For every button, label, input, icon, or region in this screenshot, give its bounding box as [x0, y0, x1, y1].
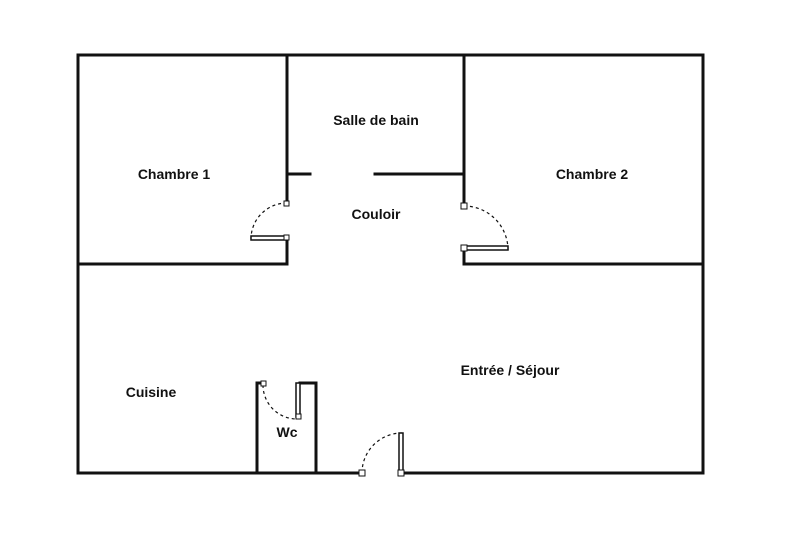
label-chambre2: Chambre 2 [556, 166, 629, 182]
interior-walls [76, 53, 705, 475]
door-chambre2-swing [463, 205, 509, 251]
room-labels: Chambre 1 Salle de bain Chambre 2 Couloi… [126, 112, 629, 440]
label-entree-sejour: Entrée / Séjour [461, 362, 560, 378]
label-wc: Wc [277, 424, 298, 440]
door-wc-hinge [260, 380, 267, 387]
door-entree [358, 432, 405, 477]
label-cuisine: Cuisine [126, 384, 177, 400]
label-chambre1: Chambre 1 [138, 166, 211, 182]
door-entree-jamb [397, 469, 405, 477]
door-chambre2 [460, 202, 509, 252]
door-wc-leaf [295, 382, 301, 418]
door-chambre2-leaf [463, 245, 509, 251]
door-wc-swing [262, 384, 298, 420]
label-salle-de-bain: Salle de bain [333, 112, 419, 128]
door-wc-jamb [295, 413, 302, 420]
door-chambre1-leaf [250, 235, 288, 241]
door-wc [260, 380, 302, 420]
door-chambre1-swing [250, 202, 288, 240]
door-chambre2-hinge [460, 202, 468, 210]
door-entree-leaf [398, 432, 404, 474]
door-chambre1-hinge [283, 200, 290, 207]
door-chambre1-jamb [283, 234, 290, 241]
door-chambre2-jamb [460, 244, 468, 252]
door-entree-hinge [358, 469, 366, 477]
door-entree-swing [361, 432, 403, 474]
door-chambre1 [250, 200, 290, 241]
label-couloir: Couloir [352, 206, 402, 222]
